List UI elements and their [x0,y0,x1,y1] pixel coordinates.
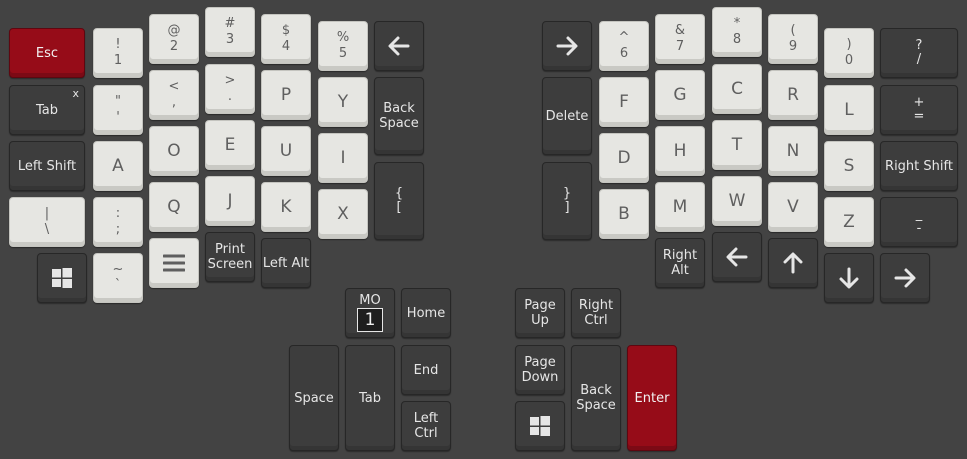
key-t[interactable]: T [712,120,762,170]
windows-icon [530,416,550,436]
arrow-left-icon [388,36,410,56]
key-quote[interactable]: " ' [93,85,143,135]
arrow-right-icon [556,36,578,56]
key-z[interactable]: Z [824,197,874,247]
arrow-right-icon [894,268,916,288]
key-page-up[interactable]: Page Up [515,288,565,338]
key-minus[interactable]: _ - [880,197,958,247]
key-m[interactable]: M [655,182,705,232]
key-windows-right[interactable] [515,401,565,451]
key-esc[interactable]: Esc [9,28,85,78]
key-w[interactable]: W [712,176,762,226]
key-9[interactable]: ( 9 [768,14,818,64]
key-q[interactable]: Q [149,182,199,232]
key-p[interactable]: P [261,70,311,120]
key-arrow-up[interactable] [768,238,818,288]
key-n[interactable]: N [768,126,818,176]
key-slash[interactable]: ? / [880,28,958,78]
key-grave[interactable]: ~ ` [93,253,143,303]
menu-icon [163,254,185,272]
key-b[interactable]: B [599,189,649,239]
key-i[interactable]: I [318,133,368,183]
key-arrow-right[interactable] [880,253,930,303]
key-g[interactable]: G [655,70,705,120]
key-print-screen[interactable]: Print Screen [205,232,255,282]
key-backspace-left[interactable]: Back Space [374,77,424,155]
arrow-up-icon [783,252,803,274]
key-right-ctrl[interactable]: Right Ctrl [571,288,621,338]
key-period[interactable]: > . [205,64,255,114]
key-page-down[interactable]: Page Down [515,345,565,395]
key-semicolon[interactable]: : ; [93,197,143,247]
key-home[interactable]: Home [401,288,451,338]
key-0[interactable]: ) 0 [824,28,874,78]
key-menu[interactable] [149,238,199,288]
key-y[interactable]: Y [318,77,368,127]
key-v[interactable]: V [768,182,818,232]
key-equal[interactable]: + = [880,85,958,135]
layer-indicator: 1 [357,308,383,332]
windows-icon [52,268,72,288]
key-left-ctrl[interactable]: Left Ctrl [401,401,451,451]
key-k[interactable]: K [261,182,311,232]
key-5[interactable]: % 5 [318,21,368,71]
key-l[interactable]: L [824,85,874,135]
key-right-alt[interactable]: Right Alt [655,238,705,288]
key-bracket-left[interactable]: { [ [374,162,424,240]
key-end[interactable]: End [401,345,451,395]
key-arrow-left[interactable] [712,232,762,282]
key-tab-thumb[interactable]: Tab [345,345,395,451]
key-delete[interactable]: Delete [542,77,592,155]
key-s[interactable]: S [824,141,874,191]
key-arrow-left-top[interactable] [374,21,424,71]
key-windows-left[interactable] [37,253,87,303]
key-h[interactable]: H [655,126,705,176]
key-a[interactable]: A [93,141,143,191]
key-bracket-right[interactable]: } ] [542,162,592,240]
key-left-shift[interactable]: Left Shift [9,141,85,191]
key-f[interactable]: F [599,77,649,127]
key-8[interactable]: * 8 [712,7,762,57]
key-backspace-right[interactable]: Back Space [571,345,621,451]
arrow-left-icon [726,247,748,267]
key-c[interactable]: C [712,64,762,114]
key-6[interactable]: ^ 6 [599,21,649,71]
key-r[interactable]: R [768,70,818,120]
key-1[interactable]: ! 1 [93,28,143,78]
key-j[interactable]: J [205,176,255,226]
key-comma[interactable]: < , [149,70,199,120]
key-x[interactable]: X [318,189,368,239]
tab-hold-indicator: x [72,87,79,100]
key-right-shift[interactable]: Right Shift [880,141,958,191]
arrow-down-icon [839,267,859,289]
key-arrow-down[interactable] [824,253,874,303]
key-4[interactable]: $ 4 [261,14,311,64]
key-d[interactable]: D [599,133,649,183]
key-u[interactable]: U [261,126,311,176]
key-backslash[interactable]: | \ [9,197,85,247]
key-o[interactable]: O [149,126,199,176]
key-e[interactable]: E [205,120,255,170]
key-3[interactable]: # 3 [205,7,255,57]
key-space[interactable]: Space [289,345,339,451]
key-7[interactable]: & 7 [655,14,705,64]
key-enter[interactable]: Enter [627,345,677,451]
key-arrow-right-top[interactable] [542,21,592,71]
key-left-alt[interactable]: Left Alt [261,238,311,288]
key-2[interactable]: @ 2 [149,14,199,64]
